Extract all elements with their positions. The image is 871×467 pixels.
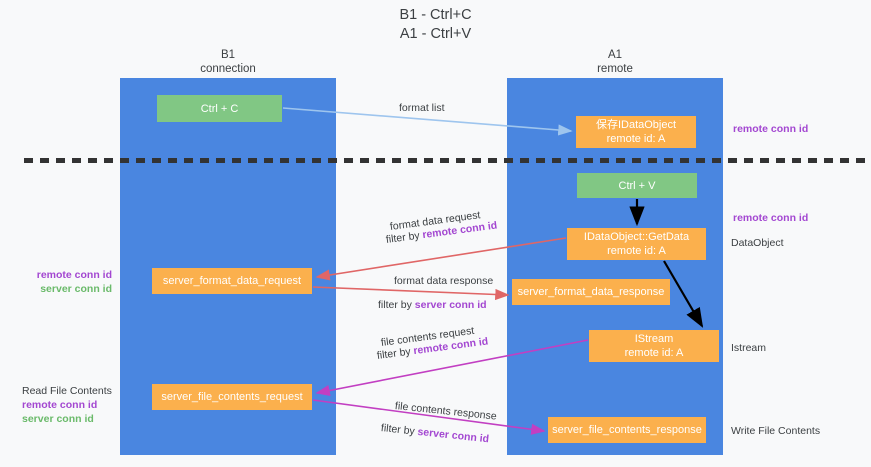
arrow-format-data-response: [312, 286, 510, 301]
edge-label-format-data-response-filter: filter by server conn id: [378, 299, 487, 311]
annotation-remote-conn-id: remote conn id: [36, 269, 112, 281]
node-server-file-contents-response[interactable]: server_file_contents_response: [548, 417, 706, 443]
annotation-remote-conn-id: remote conn id: [733, 212, 809, 224]
annotation-write-file-contents: Write File Contents: [731, 424, 820, 438]
column-header-a1-role: remote: [597, 63, 633, 75]
node-server-file-contents-request-label: server_file_contents_request: [161, 391, 303, 403]
annotation-left-conn-ids: remote conn id server conn id: [22, 268, 112, 296]
node-idataobject-getdata-sub: remote id: A: [607, 245, 666, 257]
column-header-b1-role: connection: [200, 63, 256, 75]
node-ctrl-v-label: Ctrl + V: [618, 179, 656, 192]
column-header-a1-name: A1: [607, 49, 623, 61]
title-line-1: B1 - Ctrl+C: [399, 7, 472, 23]
annotation-remote-conn-id: remote conn id: [733, 123, 809, 135]
annotation-server-conn-id: server conn id: [22, 413, 94, 425]
node-save-idataobject[interactable]: 保存IDataObject remote id: A: [576, 116, 696, 148]
arrow-getdata-to-istream: [663, 260, 704, 328]
node-server-format-data-response-label: server_format_data_response: [517, 286, 665, 298]
annotation-read-file-contents-text: Read File Contents: [22, 385, 112, 397]
title-line-2: A1 - Ctrl+V: [399, 26, 472, 42]
node-ctrl-c-label: Ctrl + C: [200, 102, 239, 115]
node-server-format-data-request[interactable]: server_format_data_request: [152, 268, 312, 294]
annotation-dataobject: DataObject: [731, 236, 784, 250]
edge-label-format-list-text: format list: [399, 102, 445, 114]
edge-label-format-data-response-text: format data response: [394, 275, 494, 287]
node-ctrl-v[interactable]: Ctrl + V: [577, 173, 697, 198]
node-istream-sub: remote id: A: [624, 347, 684, 359]
edge-label-format-data-response: format data response: [394, 275, 493, 287]
node-server-format-data-response[interactable]: server_format_data_response: [512, 279, 670, 305]
annotation-dataobject-text: DataObject: [731, 237, 784, 249]
annotation-remote-conn-id: remote conn id: [22, 399, 98, 411]
node-idataobject-getdata[interactable]: IDataObject::GetData remote id: A: [567, 228, 706, 260]
edge-label-format-list: format list: [399, 102, 445, 114]
arrow-format-list: [282, 107, 573, 136]
annotation-istream-text: Istream: [731, 342, 767, 354]
node-server-file-contents-response-label: server_file_contents_response: [552, 424, 702, 436]
node-ctrl-c[interactable]: Ctrl + C: [157, 95, 282, 122]
arrow-format-data-request: [315, 237, 567, 281]
arrow-file-contents-response: [312, 399, 546, 435]
annotation-istream: Istream: [731, 341, 766, 355]
node-save-idataobject-sub: remote id: A: [606, 133, 666, 145]
column-header-b1: B1 connection: [120, 48, 336, 76]
annotation-left-read-file-contents: Read File Contents remote conn id server…: [22, 384, 112, 426]
node-istream[interactable]: IStream remote id: A: [589, 330, 719, 362]
filter-key-server-conn-id: server conn id: [414, 299, 487, 311]
arrow-file-contents-request: [315, 339, 589, 397]
column-header-b1-name: B1: [220, 49, 236, 61]
node-istream-label: IStream: [634, 333, 674, 345]
column-header-a1: A1 remote: [507, 48, 723, 76]
annotation-server-conn-id: server conn id: [40, 283, 112, 295]
node-server-format-data-request-label: server_format_data_request: [162, 275, 302, 287]
annotation-right-remote-conn-id-top: remote conn id: [733, 122, 808, 136]
diagram-title: B1 - Ctrl+C A1 - Ctrl+V: [0, 6, 871, 44]
annotation-right-remote-conn-id-mid: remote conn id: [733, 211, 808, 225]
phase-divider: [24, 158, 871, 163]
node-server-file-contents-request[interactable]: server_file_contents_request: [152, 384, 312, 410]
node-save-idataobject-label: 保存IDataObject: [595, 119, 677, 131]
filter-prefix: filter by: [378, 299, 415, 311]
annotation-write-file-contents-text: Write File Contents: [731, 425, 821, 437]
node-idataobject-getdata-label: IDataObject::GetData: [583, 231, 690, 243]
